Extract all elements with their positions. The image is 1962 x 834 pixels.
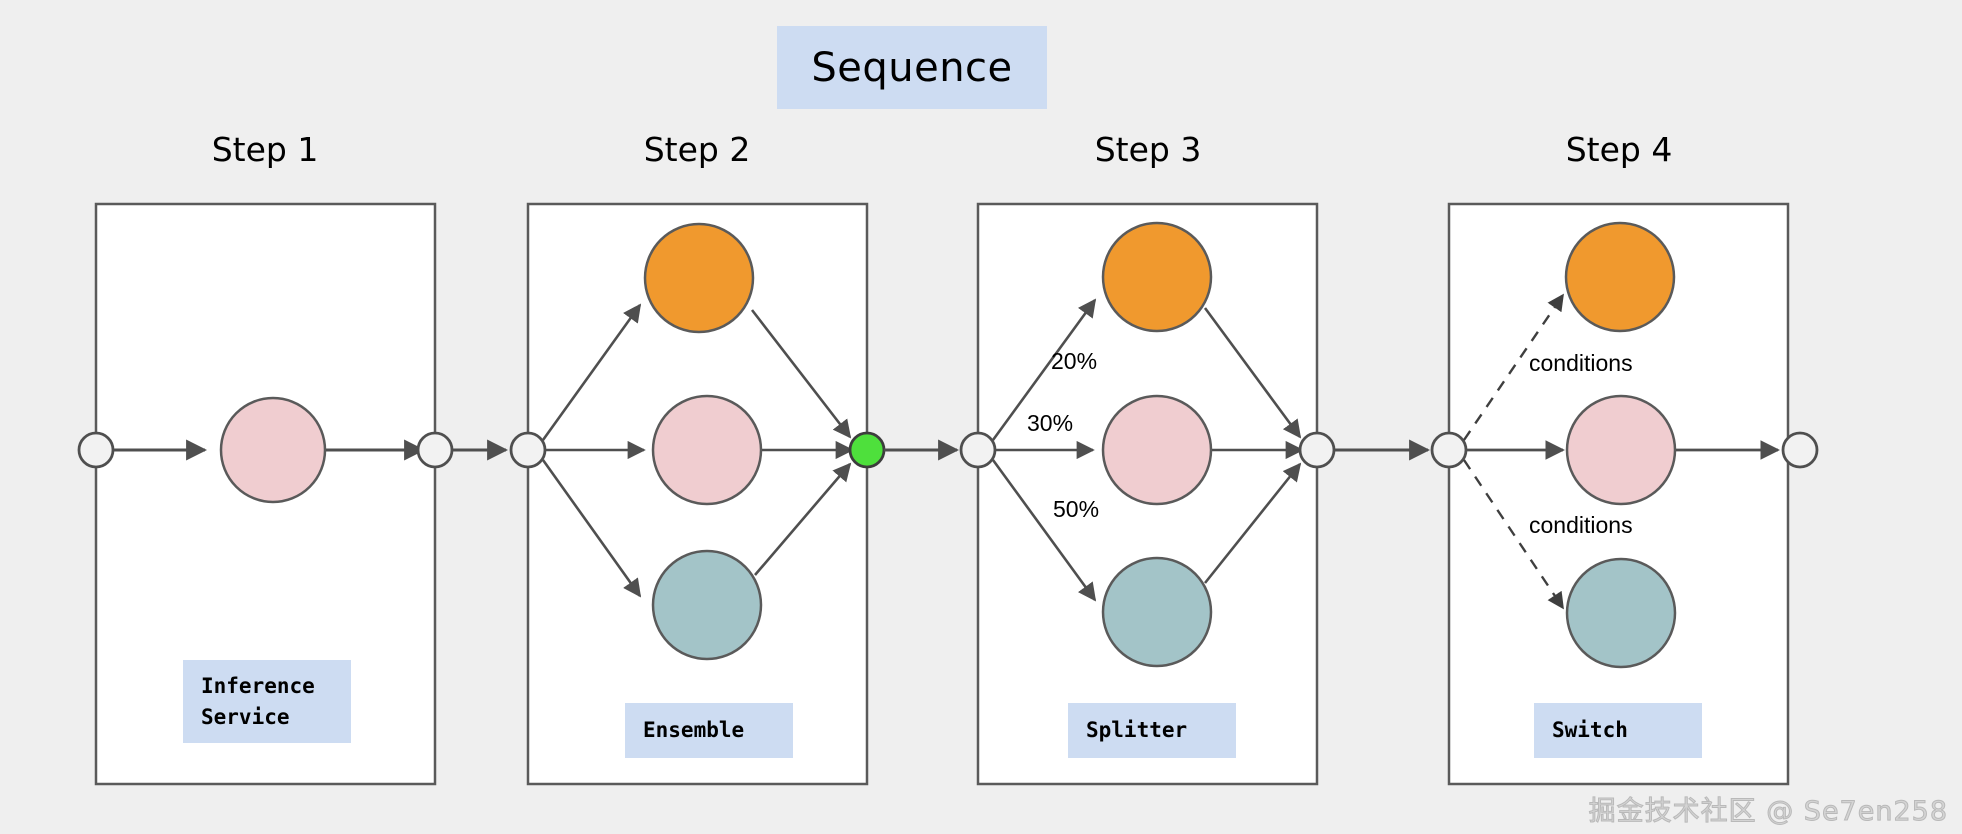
step-heading-1: Step 1 bbox=[211, 130, 319, 169]
edge-step3-top-to-join bbox=[1203, 307, 1302, 439]
component-label-line-1: Ensemble bbox=[643, 718, 745, 743]
node-step4-model-bottom[interactable] bbox=[1565, 557, 1677, 669]
node-step3-model-bottom[interactable] bbox=[1101, 556, 1213, 668]
component-label-line-1: Switch bbox=[1552, 718, 1628, 743]
edge-step4-entry-to-top-conditional bbox=[1463, 293, 1564, 441]
step-heading-2: Step 2 bbox=[643, 130, 751, 169]
component-label-splitter: Splitter bbox=[1068, 703, 1236, 758]
node-step1-model-a[interactable] bbox=[219, 396, 327, 504]
component-label-line-2: Service bbox=[201, 704, 290, 729]
node-step3-model-top[interactable] bbox=[1101, 221, 1213, 333]
component-label-line-1: Inference bbox=[201, 674, 315, 699]
edge-step3-entry-to-top bbox=[991, 298, 1097, 441]
node-step2-model-middle[interactable] bbox=[651, 394, 763, 506]
node-step4-model-top[interactable] bbox=[1564, 221, 1676, 333]
node-step4-model-middle[interactable] bbox=[1565, 394, 1677, 506]
connector-node-step3-entry[interactable] bbox=[959, 431, 997, 469]
diagram-title: Sequence bbox=[777, 26, 1047, 109]
component-label-inference-service: Inference Service bbox=[183, 660, 351, 743]
edge-weight-label-bottom: 50% bbox=[1053, 496, 1100, 522]
connector-node-start[interactable] bbox=[77, 431, 115, 469]
edge-step3-bottom-to-join bbox=[1203, 462, 1302, 584]
step-heading-4: Step 4 bbox=[1565, 130, 1673, 169]
edge-step3-entry-to-bottom bbox=[991, 459, 1097, 602]
connector-node-step4-entry[interactable] bbox=[1430, 431, 1468, 469]
edge-weight-label-middle: 30% bbox=[1027, 410, 1074, 436]
edge-step4-entry-to-bottom-conditional bbox=[1463, 459, 1564, 610]
connector-node-end[interactable] bbox=[1781, 431, 1819, 469]
connector-node-step3-exit[interactable] bbox=[1298, 431, 1336, 469]
component-label-switch: Switch bbox=[1534, 703, 1702, 758]
connector-node-step1-exit[interactable] bbox=[416, 431, 454, 469]
edge-weight-label-top: 20% bbox=[1051, 348, 1098, 374]
edge-condition-label-bottom: conditions bbox=[1529, 512, 1633, 538]
watermark: 掘金技术社区 @ Se7en258 bbox=[1588, 796, 1948, 828]
component-label-line-1: Splitter bbox=[1086, 718, 1188, 743]
edge-step2-entry-to-bottom bbox=[541, 459, 642, 598]
connector-node-step2-entry[interactable] bbox=[509, 431, 547, 469]
node-step2-model-bottom[interactable] bbox=[651, 549, 763, 661]
edge-step2-bottom-to-join bbox=[754, 462, 852, 576]
node-step3-model-middle[interactable] bbox=[1101, 394, 1213, 506]
edge-step2-entry-to-top bbox=[541, 303, 642, 441]
edge-condition-label-top: conditions bbox=[1529, 350, 1633, 376]
step-heading-3: Step 3 bbox=[1094, 130, 1202, 169]
connector-node-ensemble-join[interactable] bbox=[848, 431, 886, 469]
node-step2-model-top[interactable] bbox=[643, 222, 755, 334]
component-label-ensemble: Ensemble bbox=[625, 703, 793, 758]
edge-step2-top-to-join bbox=[750, 309, 852, 439]
